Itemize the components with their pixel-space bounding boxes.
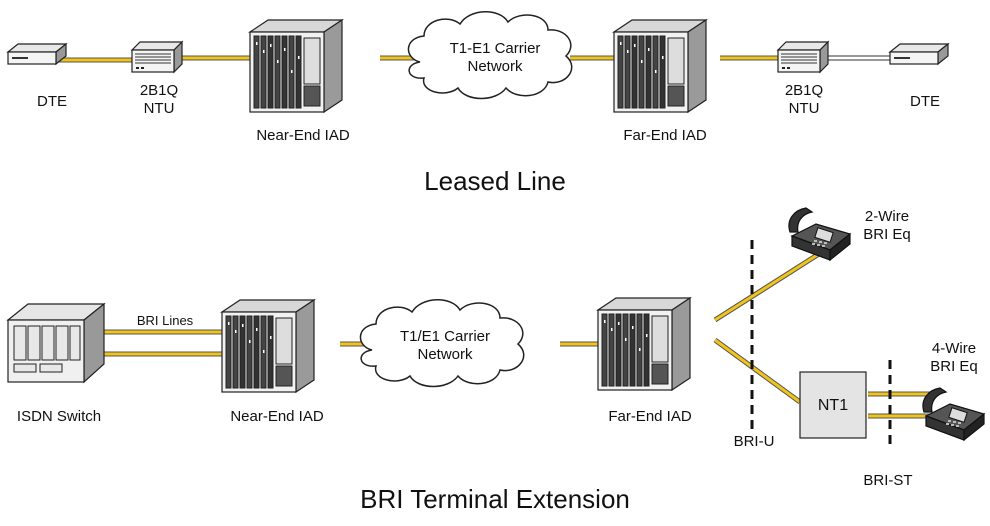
bri-carrier-cloud bbox=[359, 299, 525, 388]
near-end-iad-label: Near-End IAD bbox=[256, 127, 350, 144]
carrier-network-label: T1-E1 Carrier Network bbox=[449, 40, 541, 75]
bri-far-end-iad-device bbox=[597, 297, 691, 391]
ntu-right-device bbox=[777, 41, 829, 73]
far-end-iad-label: Far-End IAD bbox=[623, 127, 707, 144]
bri-u-label: BRI-U bbox=[733, 433, 775, 450]
isdn-switch-label: ISDN Switch bbox=[16, 408, 102, 425]
leased-line-section bbox=[7, 11, 949, 113]
ntu-left-device bbox=[131, 41, 183, 73]
leased-line-title: Leased Line bbox=[424, 166, 566, 196]
bri-st-label: BRI-ST bbox=[863, 472, 913, 489]
isdn-switch-device bbox=[6, 302, 106, 384]
ntu-right-label: 2B1Q NTU bbox=[784, 82, 824, 117]
nt1-label: NT1 bbox=[817, 397, 849, 414]
bri-carrier-network-label: T1/E1 Carrier Network bbox=[399, 328, 491, 363]
four-wire-bri-eq-label: 4-Wire BRI Eq bbox=[930, 340, 978, 375]
dte-right-device bbox=[889, 43, 949, 65]
leased-line-cables bbox=[48, 55, 900, 63]
carrier-cloud-top bbox=[407, 11, 573, 100]
dte-left-device bbox=[7, 43, 67, 65]
bri-extension-section bbox=[6, 207, 985, 450]
ntu-left-label: 2B1Q NTU bbox=[139, 82, 179, 117]
dte-left-label: DTE bbox=[37, 93, 67, 110]
bri-near-end-iad-label: Near-End IAD bbox=[230, 408, 324, 425]
bri-far-end-iad-label: Far-End IAD bbox=[608, 408, 692, 425]
dte-right-label: DTE bbox=[910, 93, 940, 110]
bri-lines-label: BRI Lines bbox=[136, 313, 194, 328]
four-wire-phone-icon bbox=[922, 387, 985, 441]
bri-extension-title: BRI Terminal Extension bbox=[360, 484, 630, 514]
near-end-iad-device bbox=[249, 19, 343, 113]
two-wire-phone-icon bbox=[788, 207, 851, 261]
nt1-box bbox=[799, 371, 867, 439]
bri-near-end-iad-device bbox=[221, 299, 315, 393]
two-wire-bri-eq-label: 2-Wire BRI Eq bbox=[863, 208, 911, 243]
far-end-iad-device bbox=[613, 19, 707, 113]
